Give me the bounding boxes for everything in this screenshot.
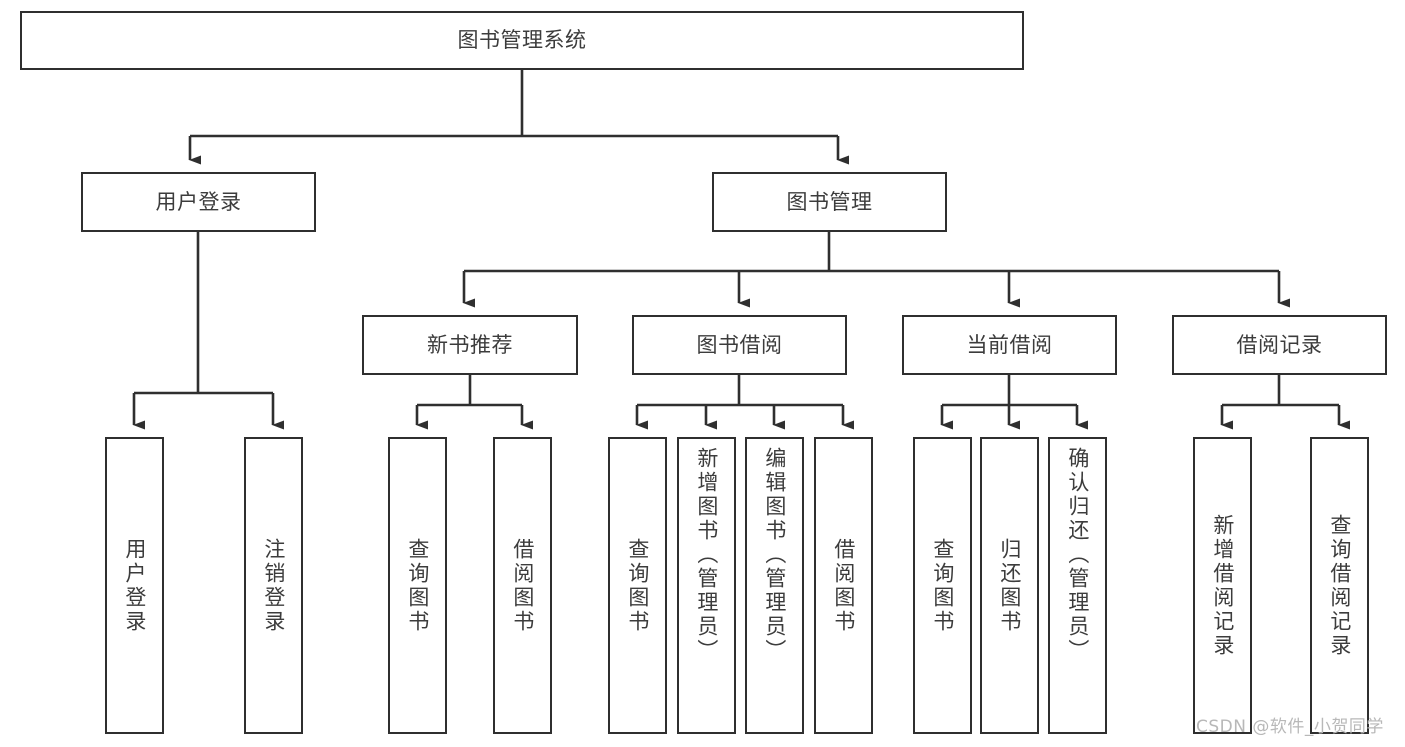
node-leaf-query-book-1-label: 查询图书 <box>405 537 430 634</box>
node-leaf-query-book-3[interactable]: 查询图书 <box>913 437 972 734</box>
node-leaf-query-record-label: 查询借阅记录 <box>1327 513 1352 658</box>
node-leaf-add-record-label: 新增借阅记录 <box>1210 513 1235 658</box>
node-borrow-record[interactable]: 借阅记录 <box>1172 315 1387 375</box>
node-leaf-edit-book[interactable]: 编辑图书（管理员） <box>745 437 804 734</box>
node-leaf-query-book-2-label: 查询图书 <box>625 537 650 634</box>
node-root-label: 图书管理系统 <box>457 28 587 53</box>
node-leaf-return-book-label: 归还图书 <box>997 537 1022 634</box>
node-leaf-query-book-2[interactable]: 查询图书 <box>608 437 667 734</box>
node-leaf-query-record[interactable]: 查询借阅记录 <box>1310 437 1369 734</box>
node-leaf-query-book-1[interactable]: 查询图书 <box>388 437 447 734</box>
node-leaf-edit-book-label: 编辑图书（管理员） <box>762 447 787 663</box>
node-user-login[interactable]: 用户登录 <box>81 172 316 232</box>
csdn-watermark: CSDN @软件_小贺同学 <box>1196 717 1384 737</box>
node-book-borrow[interactable]: 图书借阅 <box>632 315 847 375</box>
node-leaf-logout-login[interactable]: 注销登录 <box>244 437 303 734</box>
node-book-borrow-label: 图书借阅 <box>696 332 783 357</box>
node-leaf-user-login-label: 用户登录 <box>122 537 147 634</box>
node-leaf-confirm-return-label: 确认归还（管理员） <box>1065 447 1090 663</box>
node-leaf-add-record[interactable]: 新增借阅记录 <box>1193 437 1252 734</box>
node-new-book-recommend-label: 新书推荐 <box>427 332 513 357</box>
node-leaf-borrow-book-2-label: 借阅图书 <box>831 537 856 634</box>
node-current-borrow-label: 当前借阅 <box>966 332 1053 357</box>
node-user-login-label: 用户登录 <box>155 189 242 214</box>
node-leaf-add-book[interactable]: 新增图书（管理员） <box>677 437 736 734</box>
node-leaf-add-book-label: 新增图书（管理员） <box>694 447 719 663</box>
node-leaf-borrow-book-1-label: 借阅图书 <box>510 537 535 634</box>
node-root[interactable]: 图书管理系统 <box>20 11 1024 70</box>
node-current-borrow[interactable]: 当前借阅 <box>902 315 1117 375</box>
node-book-management[interactable]: 图书管理 <box>712 172 947 232</box>
node-leaf-borrow-book-2[interactable]: 借阅图书 <box>814 437 873 734</box>
node-borrow-record-label: 借阅记录 <box>1236 332 1323 357</box>
node-book-management-label: 图书管理 <box>786 189 873 214</box>
node-leaf-query-book-3-label: 查询图书 <box>930 537 955 634</box>
node-leaf-logout-login-label: 注销登录 <box>261 537 286 634</box>
node-leaf-user-login[interactable]: 用户登录 <box>105 437 164 734</box>
node-leaf-return-book[interactable]: 归还图书 <box>980 437 1039 734</box>
node-leaf-confirm-return[interactable]: 确认归还（管理员） <box>1048 437 1107 734</box>
node-leaf-borrow-book-1[interactable]: 借阅图书 <box>493 437 552 734</box>
node-new-book-recommend[interactable]: 新书推荐 <box>362 315 578 375</box>
